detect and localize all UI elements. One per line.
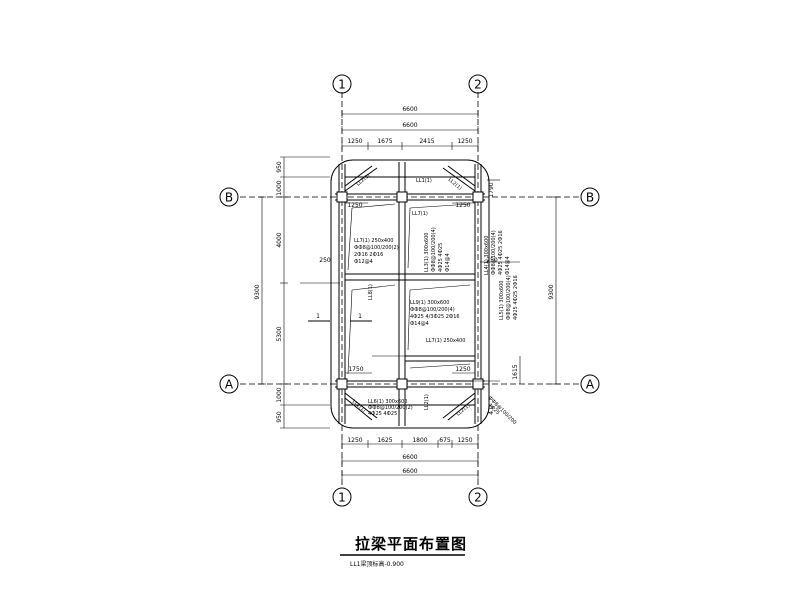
svg-text:4Ф25 4Ф25 2Ф16: 4Ф25 4Ф25 2Ф16: [498, 230, 504, 275]
svg-text:LL1(1): LL1(1): [416, 178, 432, 184]
axis-bubble-b-left: B: [219, 187, 239, 207]
svg-text:2415: 2415: [419, 138, 434, 145]
svg-text:1800: 1800: [412, 437, 427, 444]
svg-text:LL8(1): LL8(1): [368, 284, 374, 300]
bottom-dimensions: 1250 1625 1800 675 1250 6600 6600: [341, 437, 479, 479]
svg-text:LL7(1): LL7(1): [412, 211, 428, 217]
svg-text:LL7(1) 250x400: LL7(1) 250x400: [354, 238, 393, 244]
svg-text:1250: 1250: [347, 138, 362, 145]
svg-text:LL5(1) 300x600: LL5(1) 300x600: [499, 281, 505, 320]
svg-text:Ф14@4: Ф14@4: [410, 321, 429, 327]
svg-text:250: 250: [486, 257, 498, 264]
axis-bubble-1-top: 1: [332, 74, 352, 94]
svg-text:A: A: [225, 378, 234, 392]
left-dimensions: 9300 4000 5300 950 1000 1000 950: [254, 156, 330, 429]
svg-text:LL2(1): LL2(1): [351, 399, 367, 414]
svg-text:4Ф25 4Ф25 2Ф16: 4Ф25 4Ф25 2Ф16: [513, 275, 519, 320]
svg-text:6600: 6600: [402, 454, 417, 461]
svg-text:950: 950: [276, 411, 283, 423]
axis-bubble-1-bottom: 1: [332, 487, 352, 507]
svg-text:9300: 9300: [548, 284, 555, 299]
svg-text:ФФ8@100/200(4): ФФ8@100/200(4): [431, 227, 437, 272]
svg-text:LL9(1) 300x600: LL9(1) 300x600: [410, 300, 449, 306]
svg-text:LL2(1): LL2(1): [355, 173, 371, 188]
svg-text:LL2(1): LL2(1): [424, 394, 430, 410]
svg-text:2: 2: [474, 491, 482, 505]
svg-text:1000: 1000: [276, 180, 283, 195]
svg-text:LL7(1) 250x400: LL7(1) 250x400: [426, 338, 465, 344]
svg-text:6600: 6600: [402, 106, 417, 113]
svg-text:Ф12@4: Ф12@4: [354, 259, 373, 265]
svg-text:1250: 1250: [457, 437, 472, 444]
svg-text:1: 1: [338, 78, 346, 92]
columns: [336, 191, 484, 390]
inner-dimensions: 1250 1250 1750 1250 250 250 1615 1790 4.…: [319, 179, 521, 415]
svg-text:ФФ8@100/200(4): ФФ8@100/200(4): [491, 230, 497, 275]
svg-text:ФФ8@100/200(4): ФФ8@100/200(4): [506, 275, 512, 320]
axis-bubble-a-left: A: [219, 374, 239, 394]
svg-text:1790: 1790: [488, 182, 495, 197]
svg-text:ФФ8@100/200(2): ФФ8@100/200(2): [354, 245, 399, 251]
svg-text:A: A: [586, 378, 595, 392]
svg-text:1615: 1615: [512, 364, 519, 379]
svg-text:1000: 1000: [276, 387, 283, 402]
svg-text:1: 1: [338, 491, 346, 505]
diagonal-beams: [344, 165, 476, 421]
svg-text:4.0: 4.0: [488, 405, 495, 415]
svg-text:ФФ8@100/200(4): ФФ8@100/200(4): [410, 307, 455, 313]
svg-text:1: 1: [358, 313, 362, 320]
svg-text:1675: 1675: [377, 138, 392, 145]
svg-text:4000: 4000: [276, 232, 283, 247]
axis-lines: [240, 92, 580, 488]
svg-text:4Ф25 4Ф25: 4Ф25 4Ф25: [438, 243, 444, 272]
svg-text:950: 950: [276, 161, 283, 173]
svg-text:B: B: [586, 191, 594, 205]
svg-text:LL4(1) 300x600: LL4(1) 300x600: [484, 236, 490, 275]
right-dimensions: 9300: [548, 196, 560, 385]
axis-bubble-a-right: A: [580, 374, 600, 394]
svg-text:B: B: [225, 191, 233, 205]
svg-text:1250: 1250: [455, 366, 470, 373]
svg-text:6600: 6600: [402, 122, 417, 129]
svg-text:5300: 5300: [276, 326, 283, 341]
svg-text:4Ф25 4Ф25: 4Ф25 4Ф25: [368, 411, 397, 417]
svg-text:2Ф16 2Ф16: 2Ф16 2Ф16: [354, 252, 383, 258]
svg-text:4Ф25 4/3Ф25 2Ф16: 4Ф25 4/3Ф25 2Ф16: [410, 314, 460, 320]
svg-text:1625: 1625: [377, 437, 392, 444]
axis-bubble-2-top: 2: [468, 74, 488, 94]
svg-text:Ф14@4: Ф14@4: [445, 253, 451, 272]
svg-text:1250: 1250: [347, 437, 362, 444]
svg-text:1250: 1250: [457, 138, 472, 145]
svg-text:Ф14@4: Ф14@4: [505, 256, 511, 275]
svg-text:1250: 1250: [347, 202, 362, 209]
leader-lines: [300, 261, 520, 382]
svg-text:拉梁平面布置图: 拉梁平面布置图: [355, 535, 467, 553]
svg-text:9300: 9300: [254, 284, 261, 299]
drawing-title: 拉梁平面布置图 LL1梁顶标高-0.900: [340, 535, 467, 568]
beam-annotations: LL1(1) LL2(1) LL2(1) LL7(1) LL7(1) 250x4…: [351, 173, 519, 426]
svg-text:LL3(1) 300x600: LL3(1) 300x600: [424, 233, 430, 272]
svg-text:LL6(1) 300x600: LL6(1) 300x600: [368, 399, 407, 405]
svg-text:1: 1: [316, 313, 320, 320]
svg-text:2: 2: [474, 78, 482, 92]
top-dimensions: 6600 6600 1250 1675 2415 1250: [341, 106, 479, 150]
svg-text:LL1梁顶标高-0.900: LL1梁顶标高-0.900: [350, 560, 404, 568]
svg-text:250: 250: [319, 257, 331, 264]
axis-bubble-2-bottom: 2: [468, 487, 488, 507]
section-marks: 1 1: [308, 313, 372, 322]
axis-bubble-b-right: B: [580, 187, 600, 207]
svg-text:6600: 6600: [402, 468, 417, 475]
svg-text:1750: 1750: [348, 366, 363, 373]
foundation-outline: [330, 159, 490, 429]
svg-text:ФФ8@100/200(2): ФФ8@100/200(2): [368, 405, 413, 411]
svg-text:1250: 1250: [455, 202, 470, 209]
svg-text:675: 675: [439, 437, 451, 444]
svg-text:LL2(1): LL2(1): [447, 177, 463, 192]
